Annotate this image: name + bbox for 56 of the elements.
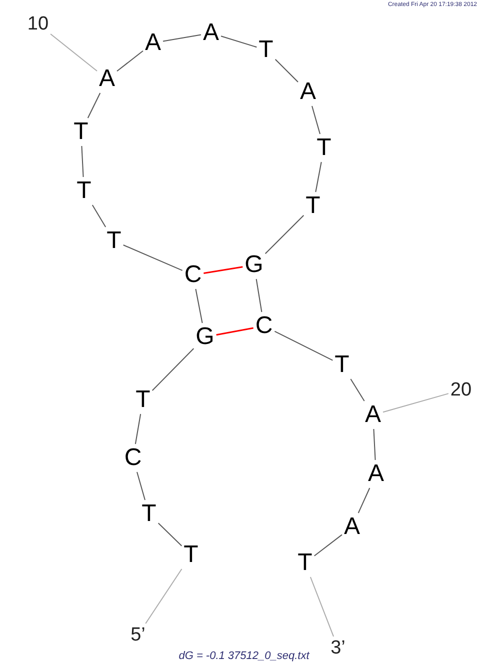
caption: dG = -0.1 37512_0_seq.txt bbox=[178, 651, 310, 662]
nucleotide-letter: C bbox=[255, 314, 273, 338]
nucleotide-letter: C bbox=[184, 263, 202, 287]
nucleotide-letter: C bbox=[124, 446, 142, 470]
nucleotide-letter: T bbox=[74, 120, 88, 144]
position-number: 10 bbox=[27, 14, 49, 34]
backbone-line bbox=[312, 106, 320, 134]
backbone-line bbox=[87, 92, 101, 118]
backbone-line bbox=[264, 214, 304, 254]
backbone-line bbox=[158, 522, 182, 546]
nucleotide-letter: A bbox=[344, 515, 360, 539]
nucleotide-letter: T bbox=[136, 388, 150, 412]
nucleotide-letter: T bbox=[334, 353, 350, 377]
backbone-line bbox=[350, 378, 365, 402]
leader-line bbox=[310, 576, 334, 637]
backbone-line bbox=[116, 50, 144, 72]
backbone-line bbox=[136, 472, 146, 500]
backbone-line bbox=[152, 348, 194, 392]
base-pair-line bbox=[216, 327, 254, 336]
backbone-line bbox=[274, 58, 298, 82]
backbone-line bbox=[314, 534, 342, 556]
leader-line bbox=[382, 393, 449, 413]
backbone-line bbox=[134, 414, 142, 444]
nucleotide-letter: T bbox=[184, 543, 198, 567]
backbone-line bbox=[358, 488, 370, 514]
strand-end-label: 3’ bbox=[330, 638, 346, 658]
nucleotide-letter: T bbox=[316, 136, 332, 160]
nucleotide-letter: A bbox=[368, 462, 384, 486]
nucleotide-letter: A bbox=[99, 67, 115, 91]
backbone-line bbox=[122, 244, 183, 271]
backbone-line bbox=[256, 278, 262, 312]
strand-end-label: 5’ bbox=[130, 626, 146, 644]
nucleotide-letter: G bbox=[196, 325, 214, 349]
nucleotide-letter: T bbox=[306, 194, 320, 218]
nucleotide-letter: T bbox=[258, 38, 274, 62]
nucleotide-letter: A bbox=[203, 21, 219, 45]
position-number: 20 bbox=[450, 380, 472, 400]
nucleotide-letter: T bbox=[76, 179, 92, 203]
backbone-line bbox=[195, 288, 203, 324]
backbone-line bbox=[162, 34, 202, 42]
base-pair-line bbox=[204, 266, 243, 274]
backbone-line bbox=[373, 428, 376, 460]
backbone-line bbox=[315, 162, 322, 192]
backbone-line bbox=[274, 330, 334, 361]
nucleotide-letter: G bbox=[244, 253, 264, 277]
nucleotide-letter: T bbox=[298, 551, 312, 575]
nucleotide-letter: A bbox=[300, 80, 316, 104]
nucleotide-letter: T bbox=[142, 502, 156, 526]
backbone-line bbox=[81, 146, 84, 178]
nucleotide-letter: T bbox=[106, 229, 122, 253]
nucleotide-letter: A bbox=[365, 403, 381, 427]
nucleotide-letter: A bbox=[145, 31, 161, 55]
backbone-line bbox=[92, 204, 106, 228]
leader-line bbox=[145, 568, 182, 624]
leader-line bbox=[50, 34, 98, 72]
backbone-line bbox=[220, 36, 258, 48]
